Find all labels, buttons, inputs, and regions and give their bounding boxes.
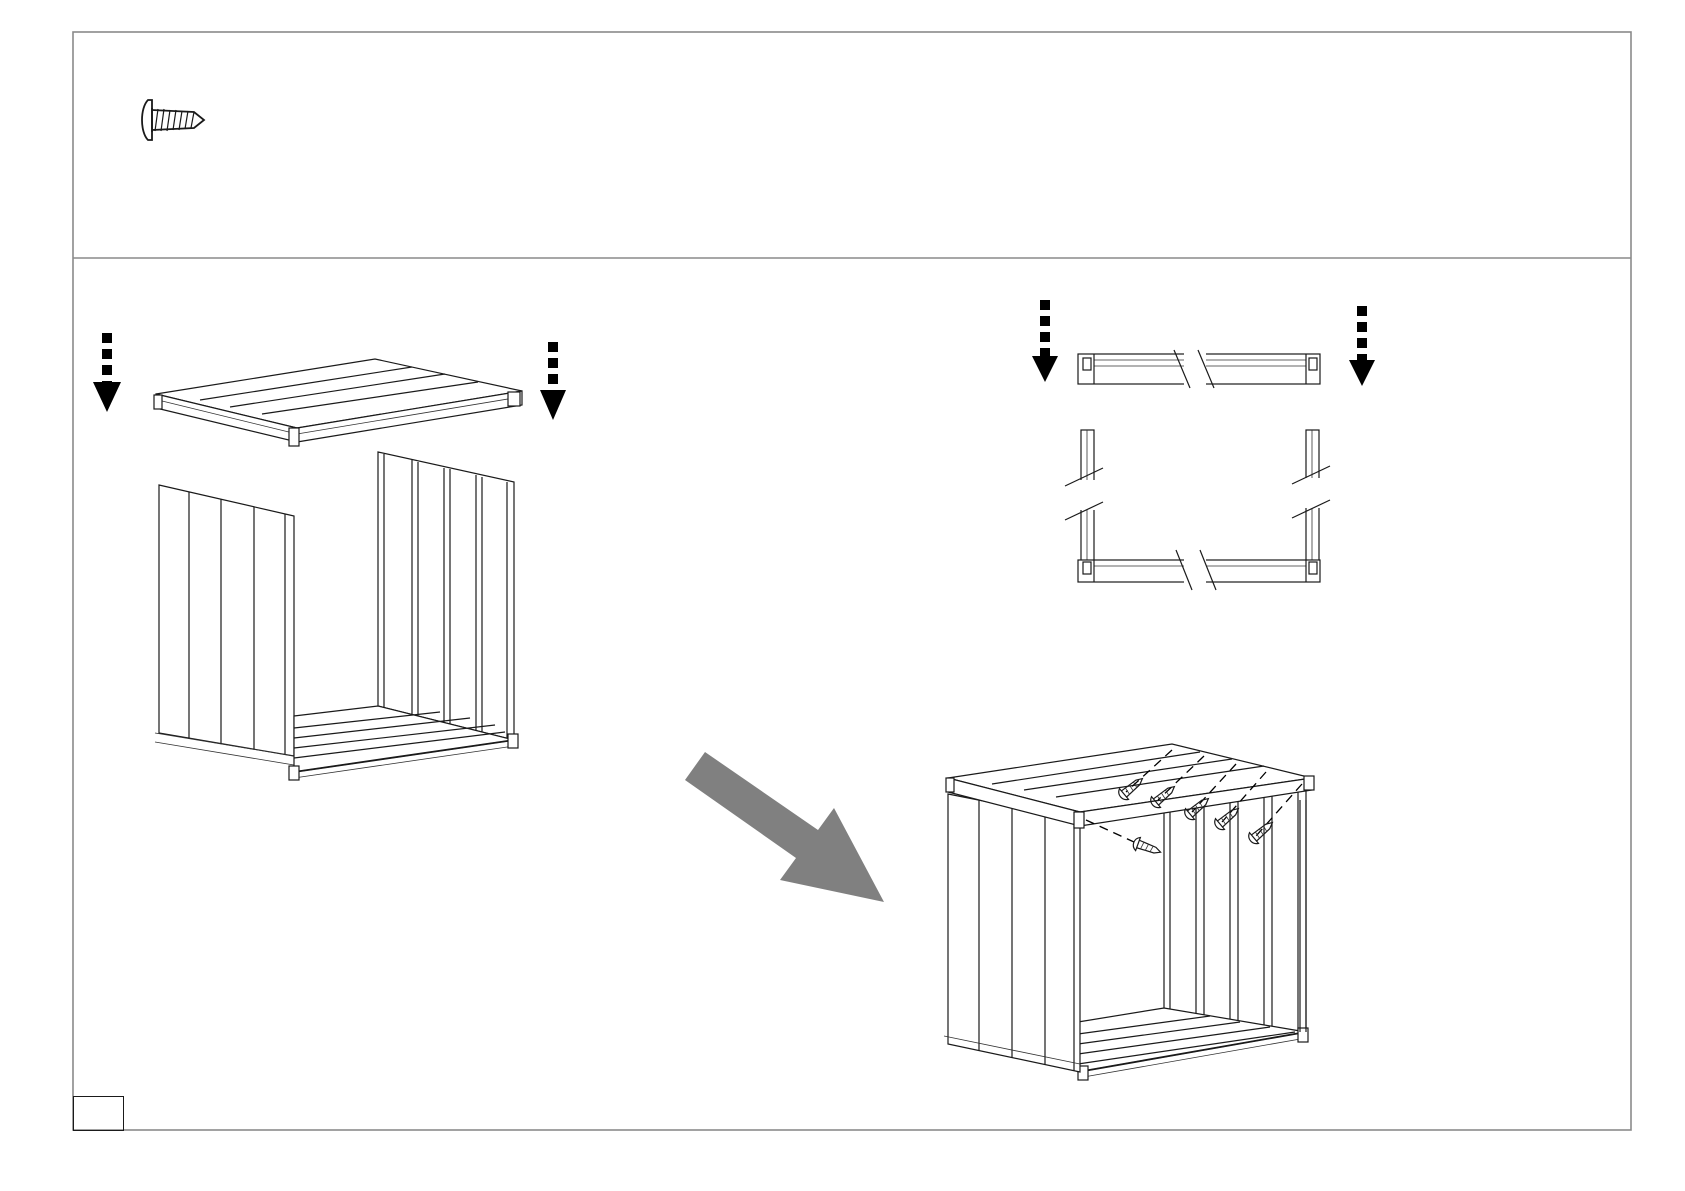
page-frame (73, 32, 1631, 1130)
page-number-box (73, 1096, 124, 1131)
dashed-down-arrow-left (93, 333, 121, 412)
wall-assembly-step1 (155, 452, 518, 780)
dashed-down-arrow-right (540, 342, 566, 420)
screw-6 (1086, 820, 1163, 859)
roof-frame-assembly (154, 359, 522, 446)
large-gray-arrow-icon (685, 752, 884, 902)
dashed-down-arrow-detail-left (1032, 300, 1058, 382)
roof-frame-detail (1065, 350, 1330, 590)
dashed-down-arrow-detail-right (1349, 306, 1375, 386)
screw-icon (142, 100, 204, 140)
